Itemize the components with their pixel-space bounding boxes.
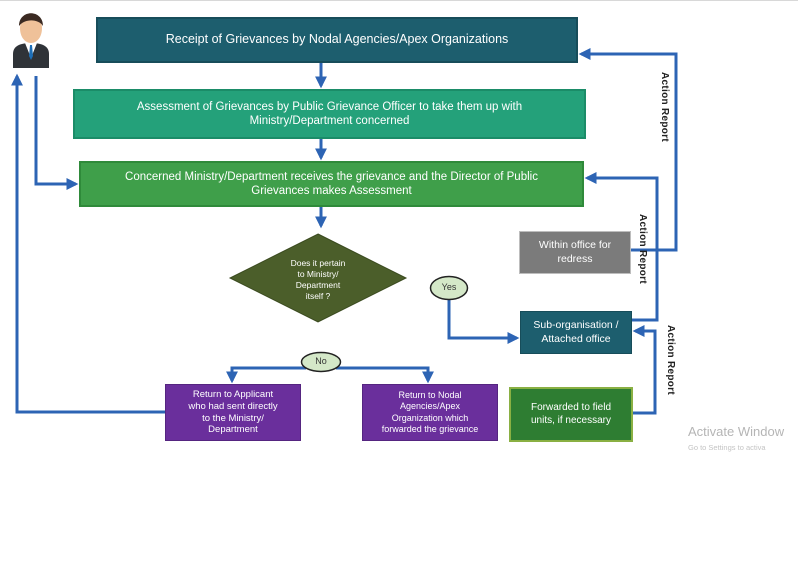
decision-line4: itself ?: [305, 291, 331, 302]
field-units-line2: units, if necessary: [530, 414, 612, 426]
activate-windows-subtext: Go to Settings to activa: [688, 443, 766, 452]
arrow-return-to-applicant-user: [11, 73, 165, 414]
arrow-action-report-field-to-sub-org: [632, 325, 657, 415]
sub-org-line2: Attached office: [541, 332, 611, 345]
decision-line2: to Ministry/: [297, 269, 339, 280]
sub-org-line1: Sub-organisation /: [533, 319, 619, 332]
within-office-box: Within office for redress: [519, 231, 631, 274]
decision-line1: Does it pertain: [290, 258, 346, 268]
within-office-line1: Within office for: [538, 239, 612, 252]
assessment-by-pgo-box: Assessment of Grievances by Public Griev…: [73, 89, 586, 139]
decision-text: Does it pertain to Ministry/ Department …: [266, 258, 370, 302]
top-divider: [0, 0, 798, 1]
arrow-yes-to-sub-org: [447, 298, 520, 344]
action-report-label-3: Action Report: [665, 325, 676, 396]
concerned-label-line1: Concerned Ministry/Department receives t…: [125, 170, 538, 183]
concerned-label-line2: Grievances makes Assessment: [251, 185, 412, 197]
arrow-no-to-return-nodal: [336, 366, 434, 384]
return-applicant-line1: Return to Applicant: [192, 388, 274, 400]
no-label: No: [315, 356, 327, 366]
receipt-of-grievances-box: Receipt of Grievances by Nodal Agencies/…: [96, 17, 578, 63]
assessment-label-line2: Ministry/Department concerned: [249, 115, 410, 127]
return-to-nodal-box: Return to Nodal Agencies/Apex Organizati…: [362, 384, 498, 441]
decision-diamond: [228, 233, 408, 323]
arrow-applicant-to-concerned: [34, 76, 79, 190]
yes-oval: [429, 275, 469, 301]
return-nodal-line2: Agencies/Apex: [399, 401, 461, 412]
yes-label: Yes: [441, 282, 457, 292]
person-avatar-icon: [13, 13, 49, 68]
receipt-label: Receipt of Grievances by Nodal Agencies/…: [165, 32, 509, 47]
sub-organisation-box: Sub-organisation / Attached office: [520, 311, 632, 354]
return-nodal-line3: Organization which: [391, 412, 469, 423]
activate-windows-watermark: Activate Window: [688, 424, 785, 439]
return-applicant-line4: Department: [208, 424, 258, 436]
return-nodal-line4: forwarded the grievance: [381, 423, 479, 434]
arrow-no-to-return-applicant: [226, 366, 306, 384]
no-oval: [300, 351, 342, 373]
arrow-action-report-to-concerned: [584, 172, 659, 322]
assessment-label-line1: Assessment of Grievances by Public Griev…: [136, 100, 523, 113]
concerned-ministry-box: Concerned Ministry/Department receives t…: [79, 161, 584, 207]
action-report-label-2: Action Report: [637, 214, 648, 285]
return-nodal-line1: Return to Nodal: [398, 390, 462, 400]
within-office-line2: redress: [557, 252, 593, 265]
return-applicant-line2: who had sent directly: [188, 400, 278, 412]
field-units-box: Forwarded to field units, if necessary: [509, 387, 633, 442]
action-report-label-1: Action Report: [659, 72, 670, 143]
return-applicant-line3: to the Ministry/: [202, 412, 264, 424]
arrow-action-report-to-receipt: [578, 48, 678, 252]
return-to-applicant-box: Return to Applicant who had sent directl…: [165, 384, 301, 441]
field-units-line1: Forwarded to field: [530, 402, 612, 413]
decision-line3: Department: [295, 280, 341, 291]
